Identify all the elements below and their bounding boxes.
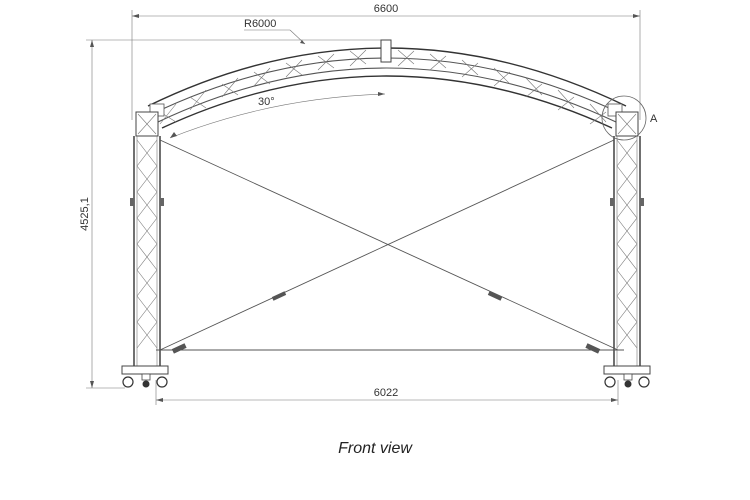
height-dimension: 4525,1: [79, 39, 385, 389]
base-width-label: 6022: [374, 387, 398, 399]
overall-width-dimension: 6600: [131, 3, 641, 120]
view-caption: Front view: [338, 440, 412, 457]
arched-roof-truss: [147, 39, 627, 129]
base-width-dimension: 6022: [155, 380, 619, 405]
height-label: 4525,1: [79, 197, 91, 231]
right-tower: [610, 111, 644, 368]
left-tower: [130, 111, 164, 368]
right-base-wheels: [603, 365, 651, 388]
x-bracing-cables: [156, 139, 624, 354]
detail-label: A: [650, 113, 658, 125]
angle-label: 30°: [258, 96, 275, 108]
detail-a-marker: A: [601, 95, 658, 141]
angle-callout: 30°: [169, 92, 386, 139]
overall-width-label: 6600: [374, 3, 398, 15]
radius-label: R6000: [244, 18, 276, 30]
radius-callout: R6000: [244, 18, 306, 45]
left-base-wheels: [121, 365, 169, 388]
